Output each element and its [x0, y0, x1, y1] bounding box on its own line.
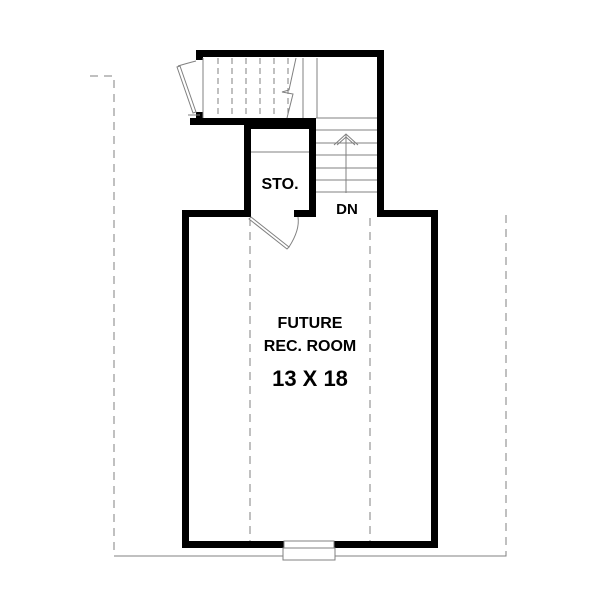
window — [282, 540, 336, 561]
room-name-line2: REC. ROOM — [263, 338, 357, 355]
eave-outline — [90, 75, 507, 557]
doors — [176, 60, 299, 250]
room-name-line1: FUTURE — [277, 315, 343, 332]
stair-down-label: DN — [336, 201, 358, 218]
walls — [182, 50, 438, 548]
knee-wall-lines — [249, 218, 371, 542]
room-dimensions: 13 X 18 — [272, 366, 348, 391]
storage-label: STO. — [261, 176, 299, 193]
upper-stair-treads — [202, 57, 377, 193]
